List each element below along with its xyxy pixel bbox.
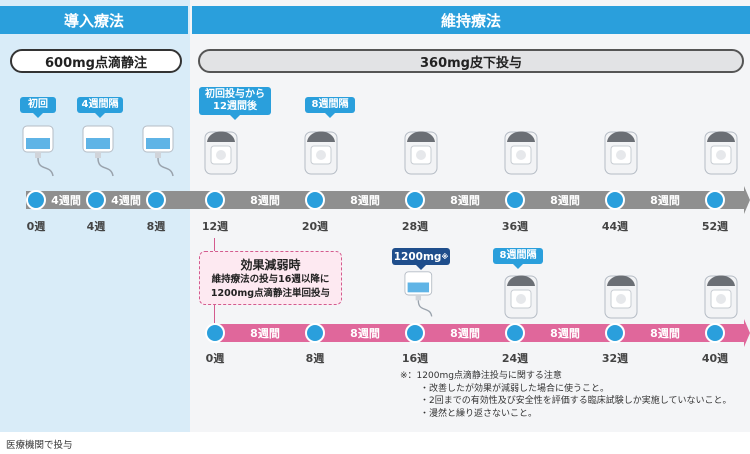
week-label: 20週 [301,220,329,233]
injector-icon [504,275,538,319]
dose-node [405,323,425,343]
maintenance-regimen-text: 360mg皮下投与 [420,55,522,71]
note-heading: ※：1200mg点滴静注投与に関する注意 [400,371,562,381]
induction-header: 導入療法 [0,6,188,34]
week-label: 0週 [26,220,46,233]
waning-line2: 1200mg点滴静注単回投与 [210,288,331,299]
injector-icon [504,131,538,175]
iv-bag-icon [142,125,174,177]
iv-bag-icon [404,271,433,317]
top-segment-label: 8週間 [650,194,680,207]
phase-arrow [176,6,188,34]
dose-node [505,190,525,210]
top-segment-label: 8週間 [350,194,380,207]
bottom-segment-label: 8週間 [550,327,580,340]
tag-every-4-weeks: 4週間隔 [77,97,123,118]
induction-title: 導入療法 [63,11,124,30]
iv-bag-icon [22,125,54,177]
maintenance-header: 維持療法 [192,6,750,34]
note-item: ・改善したが効果が減弱した場合に使うこと。 [420,383,610,394]
waning-title: 効果減弱時 [240,258,301,272]
dose-note: ※：1200mg点滴静注投与に関する注意 ・改善したが効果が減弱した場合に使うこ… [400,370,745,420]
injector-icon [404,131,438,175]
induction-regimen-text: 600mg点滴静注 [45,55,147,71]
dose-node [705,190,725,210]
injector-icon [204,131,238,175]
top-segment-label: 4週間 [51,194,81,207]
week-label: 36週 [501,220,529,233]
week-label: 8週 [305,352,325,365]
bottom-segment-label: 8週間 [250,327,280,340]
note-item: ・2回までの有効性及び安全性を評価する臨床試験しか実施していないこと。 [420,396,732,406]
tag-initial: 初回 [20,97,56,118]
bottom-segment-label: 8週間 [650,327,680,340]
top-segment-label: 4週間 [111,194,141,207]
tag-1200mg-mark: ※ [441,252,449,261]
dose-node [505,323,525,343]
footer-text: 医療機関で投与 [6,440,73,451]
tag-every-8-weeks-bottom: 8週間隔 [493,248,543,269]
bottom-timeline-arrowhead [744,319,750,347]
week-label: 40週 [701,352,729,365]
bottom-segment-label: 8週間 [350,327,380,340]
injector-icon [704,275,738,319]
week-label: 52週 [701,220,729,233]
note-item: ・漫然と繰り返さないこと。 [420,408,538,419]
maintenance-title: 維持療法 [440,11,501,30]
week-label: 4週 [86,220,106,233]
induction-regimen-pill: 600mg点滴静注 [10,49,182,73]
tag-1200mg-text: 1200mg [393,250,442,263]
top-timeline-arrowhead [744,186,750,214]
maintenance-regimen-pill: 360mg皮下投与 [198,49,744,73]
dose-node [205,190,225,210]
dose-node [146,190,166,210]
bottom-segment-label: 8週間 [450,327,480,340]
dose-node [605,190,625,210]
tag-first-12-weeks: 初回投与から 12週間後 [199,87,271,120]
dose-node [605,323,625,343]
dose-node [305,190,325,210]
waning-callout: 効果減弱時 維持療法の投与16週以降に 1200mg点滴静注単回投与 [199,251,342,305]
injector-icon [604,131,638,175]
week-label: 0週 [205,352,225,365]
dose-node [705,323,725,343]
week-label: 24週 [501,352,529,365]
week-label: 44週 [601,220,629,233]
week-label: 8週 [146,220,166,233]
dose-node [405,190,425,210]
top-segment-label: 8週間 [250,194,280,207]
waning-line1: 維持療法の投与16週以降に [211,274,330,285]
iv-bag-icon [82,125,114,177]
dose-node [26,190,46,210]
tag-every-8-weeks-top: 8週間隔 [305,97,355,118]
tag-1200mg: 1200mg※ [392,248,450,270]
top-segment-label: 8週間 [450,194,480,207]
top-segment-label: 8週間 [550,194,580,207]
week-label: 28週 [401,220,429,233]
dose-node [305,323,325,343]
injector-icon [704,131,738,175]
dose-node [86,190,106,210]
injector-icon [304,131,338,175]
week-label: 32週 [601,352,629,365]
week-label: 12週 [201,220,229,233]
injector-icon [604,275,638,319]
dose-node [205,323,225,343]
week-label: 16週 [401,352,429,365]
